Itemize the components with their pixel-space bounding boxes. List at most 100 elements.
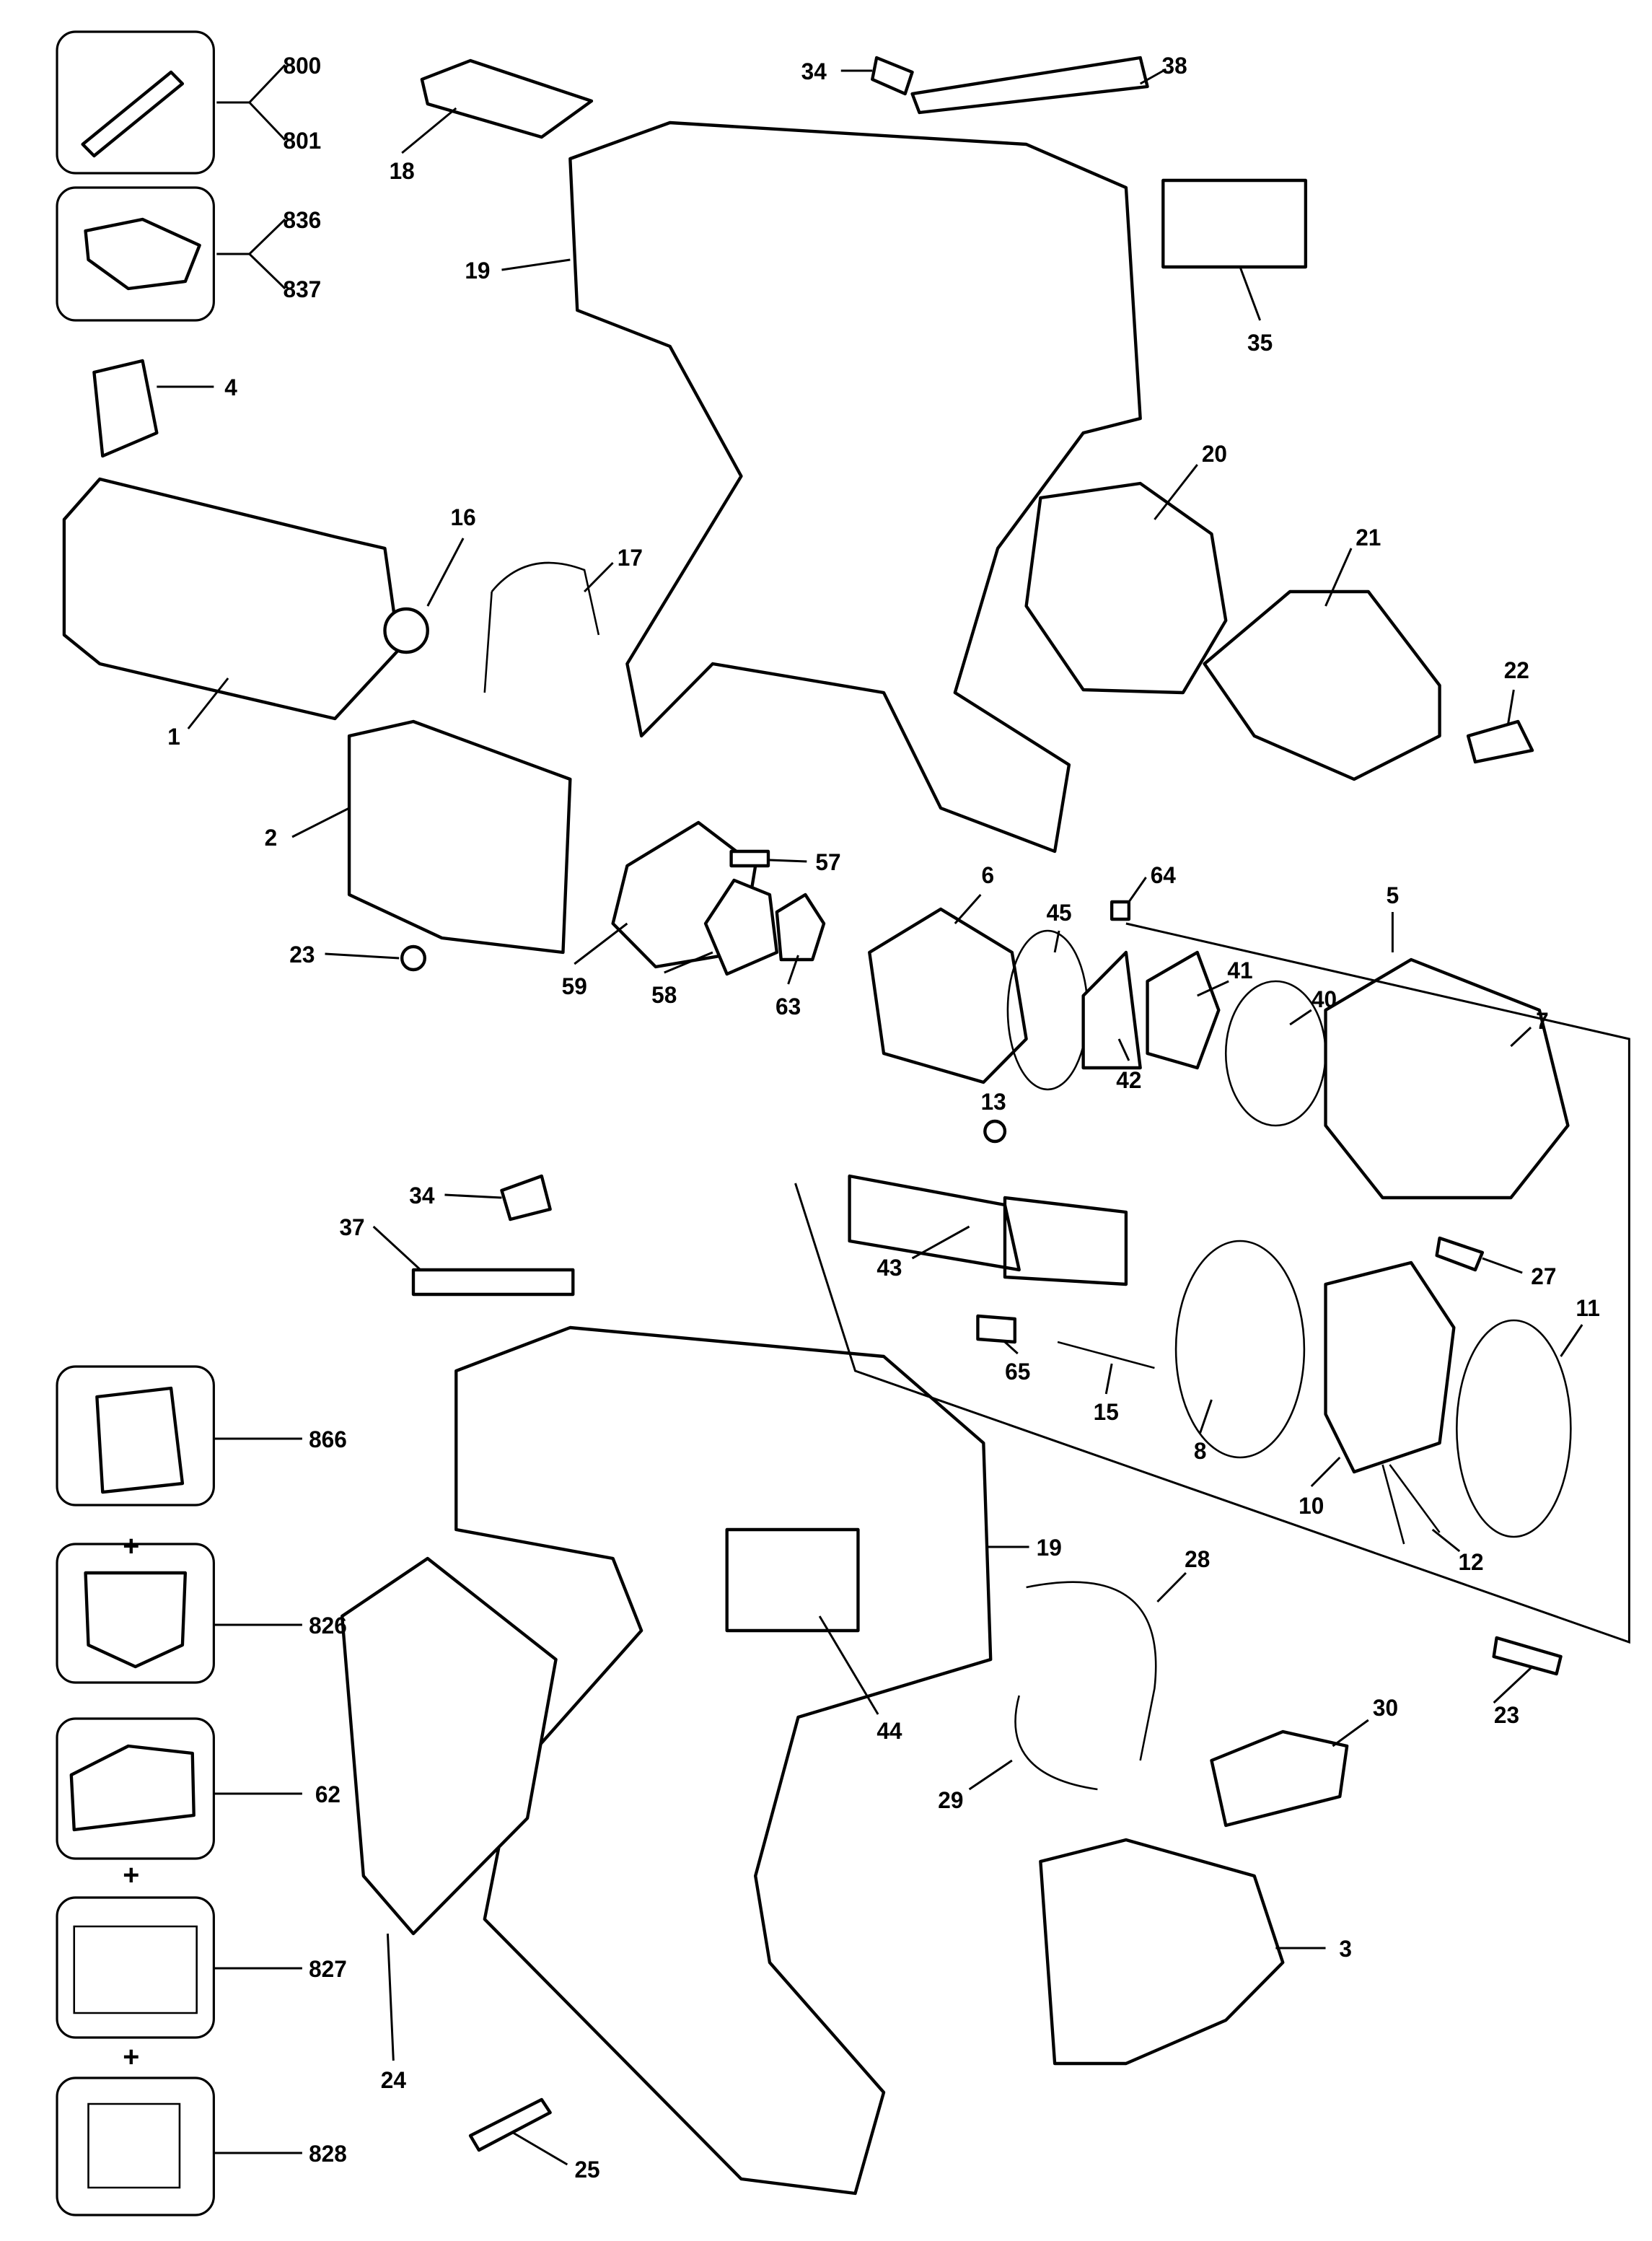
brush-holder-4	[92, 359, 159, 458]
callout-45: 45	[1046, 900, 1071, 926]
callout-64: 64	[1151, 862, 1176, 888]
callout-29: 29	[938, 1787, 963, 1813]
callout-801: 801	[284, 128, 322, 154]
parts	[62, 56, 1572, 2196]
callout-25: 25	[574, 2157, 599, 2183]
callout-19a: 19	[465, 258, 490, 284]
callout-23a: 23	[289, 942, 315, 968]
callout-17: 17	[618, 545, 643, 571]
pin-65	[976, 1314, 1016, 1344]
screw-27	[1435, 1236, 1485, 1272]
leader-lines	[157, 63, 1583, 2166]
callout-1: 1	[167, 724, 180, 750]
nameplate-44	[725, 1527, 860, 1633]
clutch-housing-10	[1324, 1260, 1456, 1474]
callout-826: 826	[309, 1613, 347, 1639]
bit-37	[411, 1268, 575, 1297]
plus-sign: +	[123, 1859, 139, 1891]
switch-3	[1039, 1838, 1285, 2066]
switch-cover-18	[420, 58, 594, 139]
callout-13: 13	[981, 1089, 1006, 1115]
callout-828: 828	[309, 2141, 347, 2167]
callout-40: 40	[1312, 986, 1337, 1012]
ring-8	[1174, 1240, 1306, 1459]
shift-fork-42	[1081, 950, 1142, 1070]
callout-58: 58	[651, 982, 677, 1008]
callout-42: 42	[1116, 1067, 1141, 1093]
callout-3: 3	[1339, 1936, 1352, 1962]
gear-housing-6	[868, 907, 1028, 1084]
gearbox-2	[347, 719, 572, 955]
pinion-16	[383, 607, 429, 654]
forward-reverse-button-30	[1210, 1729, 1349, 1828]
chuck-21	[1203, 589, 1441, 781]
plus-sign: +	[123, 2041, 139, 2073]
label-35	[1161, 178, 1308, 269]
spring-15	[1057, 1341, 1155, 1369]
planet-carrier-58	[703, 878, 779, 976]
callout-63: 63	[776, 994, 801, 1019]
spindle-43	[848, 1174, 1128, 1286]
key-64	[1110, 900, 1131, 921]
plus-sign: +	[123, 1530, 139, 1562]
charger-label-827	[56, 1896, 215, 2039]
callout-65: 65	[1005, 1359, 1030, 1385]
battery-pack-866	[95, 1386, 185, 1494]
callout-827: 827	[309, 1956, 347, 1982]
callout-836: 836	[284, 207, 322, 233]
screw-22	[1466, 719, 1534, 764]
screw-23-left	[400, 944, 426, 972]
housing-7	[1324, 957, 1570, 1200]
callout-22: 22	[1504, 657, 1529, 683]
callout-59: 59	[562, 973, 587, 999]
handle-overmold-24	[340, 1556, 558, 1936]
callout-44: 44	[876, 1718, 902, 1744]
clip-836	[84, 217, 201, 291]
callout-866: 866	[309, 1426, 347, 1452]
motor-1	[62, 477, 401, 721]
screw-23-right	[1492, 1636, 1563, 1676]
spring-clip-17	[483, 561, 600, 693]
callout-16: 16	[451, 504, 476, 530]
callout-7: 7	[1536, 1008, 1549, 1034]
pin-57	[729, 849, 770, 868]
charger-body-62	[69, 1744, 195, 1832]
callout-19b: 19	[1037, 1535, 1062, 1561]
callout-28: 28	[1185, 1546, 1210, 1572]
callout-43: 43	[876, 1255, 902, 1281]
label-827	[73, 1925, 198, 2014]
callout-34b: 34	[409, 1183, 434, 1209]
housing-half-19-top	[568, 120, 1142, 854]
callout-35: 35	[1247, 330, 1273, 356]
callout-27: 27	[1531, 1263, 1556, 1289]
callout-20: 20	[1202, 441, 1227, 467]
callout-10: 10	[1299, 1493, 1324, 1519]
callout-41: 41	[1227, 957, 1252, 983]
callout-34a: 34	[801, 58, 827, 84]
callout-15: 15	[1094, 1399, 1119, 1425]
callout-5: 5	[1387, 882, 1400, 908]
callout-18: 18	[390, 158, 415, 184]
lead-wire-28	[1026, 1581, 1157, 1761]
callout-38: 38	[1162, 53, 1187, 79]
charger-label-828	[56, 2076, 215, 2216]
callout-21: 21	[1356, 525, 1381, 551]
ring-11	[1456, 1319, 1572, 1538]
pin-tool-800	[81, 70, 185, 158]
callout-2: 2	[265, 825, 278, 851]
callout-37: 37	[339, 1214, 364, 1240]
label-828	[87, 2102, 181, 2189]
callout-800: 800	[284, 53, 322, 79]
callout-6: 6	[981, 862, 994, 888]
clutch-collar-20	[1024, 481, 1228, 695]
callout-62: 62	[315, 1781, 340, 1807]
bit-clip-34-mid	[500, 1174, 552, 1222]
gearbox-assembly-5-frame	[794, 922, 1630, 1644]
gear-63	[775, 893, 826, 962]
callout-30: 30	[1373, 1695, 1398, 1721]
label-826	[84, 1571, 188, 1669]
clutch-ring-41	[1146, 950, 1221, 1070]
bit-clip-34-top	[871, 56, 914, 96]
callout-11: 11	[1576, 1295, 1599, 1321]
